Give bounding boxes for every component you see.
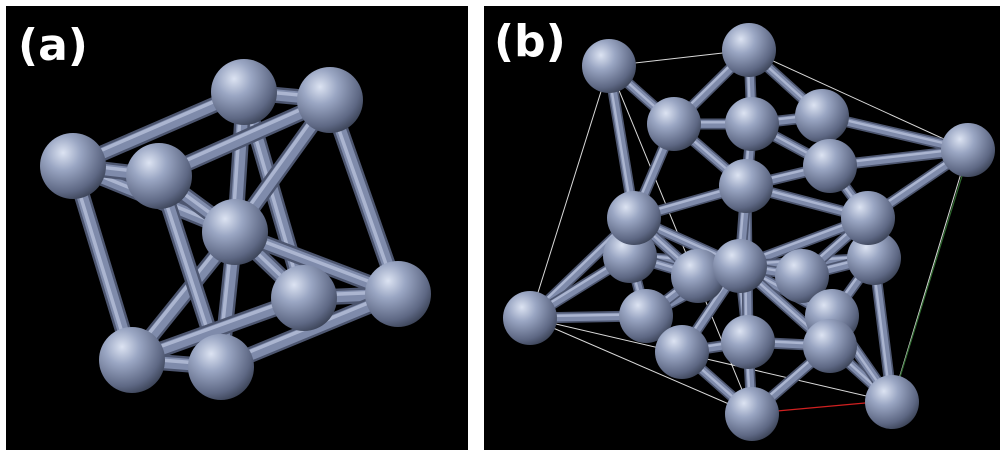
atom-b [775, 249, 829, 303]
atom-a [126, 143, 192, 209]
panel-b: (b) [484, 6, 1000, 450]
atoms-b [503, 23, 995, 441]
atom-b [725, 97, 779, 151]
atoms-a [40, 59, 431, 400]
panel-a: (a) [6, 6, 468, 450]
bcc-structure-render [40, 59, 431, 400]
atom-b [655, 325, 709, 379]
atom-a [271, 265, 337, 331]
atom-b [803, 319, 857, 373]
cell-edge-b [748, 49, 969, 151]
cell-edge-b [529, 65, 610, 319]
axis-x-line [765, 401, 877, 413]
atom-b [803, 139, 857, 193]
atom-a [365, 261, 431, 327]
atom-a [40, 133, 106, 199]
fcc-structure-render [503, 23, 995, 441]
atom-b [941, 123, 995, 177]
atom-b [582, 39, 636, 93]
atom-b [841, 191, 895, 245]
atom-b [865, 375, 919, 429]
panel-b-label: (b) [494, 16, 566, 67]
atom-a [99, 327, 165, 393]
cell-edge-b [529, 317, 893, 403]
cell-edge-b [529, 317, 753, 415]
atom-b [719, 159, 773, 213]
atom-b [619, 289, 673, 343]
panel-a-label: (a) [18, 20, 88, 71]
atom-b [607, 191, 661, 245]
atom-a [297, 67, 363, 133]
atom-b [722, 23, 776, 77]
atom-b [713, 239, 767, 293]
atom-b [721, 315, 775, 369]
atom-b [671, 249, 725, 303]
atom-b [795, 89, 849, 143]
axis-y-line [895, 175, 963, 391]
atom-b [847, 231, 901, 285]
atom-a [188, 334, 254, 400]
atom-b [647, 97, 701, 151]
atom-a [202, 199, 268, 265]
atom-b [725, 387, 779, 441]
atom-b [503, 291, 557, 345]
atom-a [211, 59, 277, 125]
